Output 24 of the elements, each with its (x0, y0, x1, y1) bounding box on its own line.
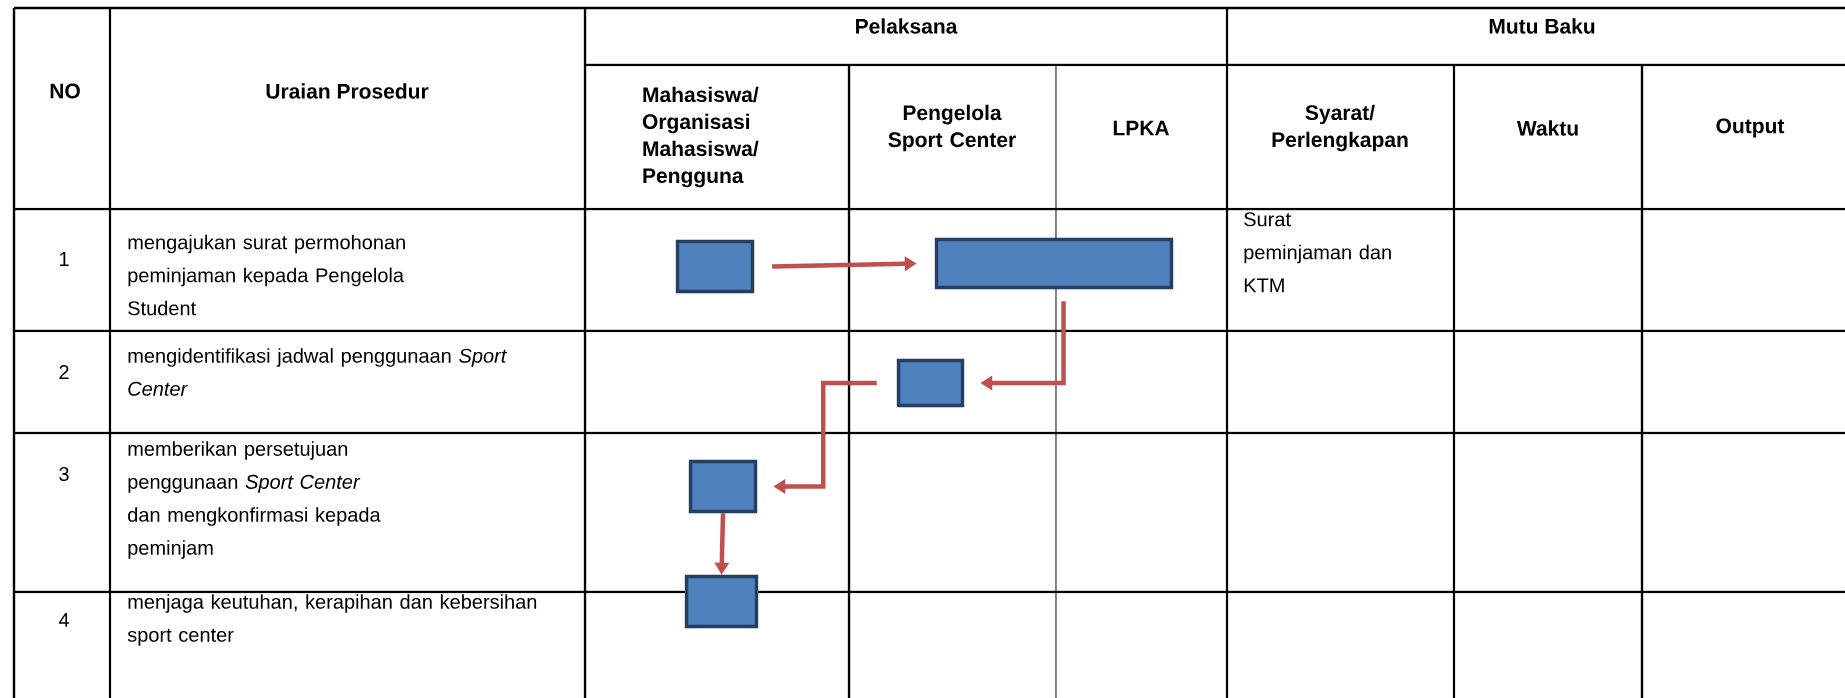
column-header: Mutu Baku (1489, 18, 1595, 34)
column-header: NO (50, 83, 80, 99)
cell-text: mengidentifikasi jadwal penggunaan Sport Center (128, 348, 508, 396)
row-number: 2 (59, 365, 69, 379)
cell-text: menjaga keutuhan, kerapihan dan kebersihan sport center (127, 594, 537, 646)
column-header: Pengelola Sport Center (888, 104, 1016, 152)
process-box (688, 459, 758, 514)
cell-text: Surat peminjaman dan KTM (1244, 212, 1391, 293)
row-number: 1 (60, 252, 69, 266)
cell-text: memberikan persetujuan penggunaan Sport Center dan mengkonfirmasi kepada peminjam (128, 441, 381, 559)
process-box (896, 358, 965, 408)
process-box (675, 239, 755, 294)
column-header: Mahasiswa/ Organisasi Mahasiswa/ Pengguna (642, 86, 759, 188)
column-header: Uraian Prosedur (266, 83, 429, 99)
process-box (934, 237, 1174, 290)
column-header: Pelaksana (856, 18, 958, 34)
column-header: LPKA (1113, 120, 1170, 136)
process-box (684, 574, 759, 629)
column-header: Syarat/ Perlengkapan (1272, 104, 1408, 152)
column-header: Waktu (1516, 120, 1578, 136)
cell-text: mengajukan surat permohonan peminjaman kepada Pengelola Student (128, 234, 405, 316)
row-number: 3 (59, 466, 69, 482)
column-header: Output (1716, 118, 1785, 138)
row-number: 4 (58, 613, 69, 627)
